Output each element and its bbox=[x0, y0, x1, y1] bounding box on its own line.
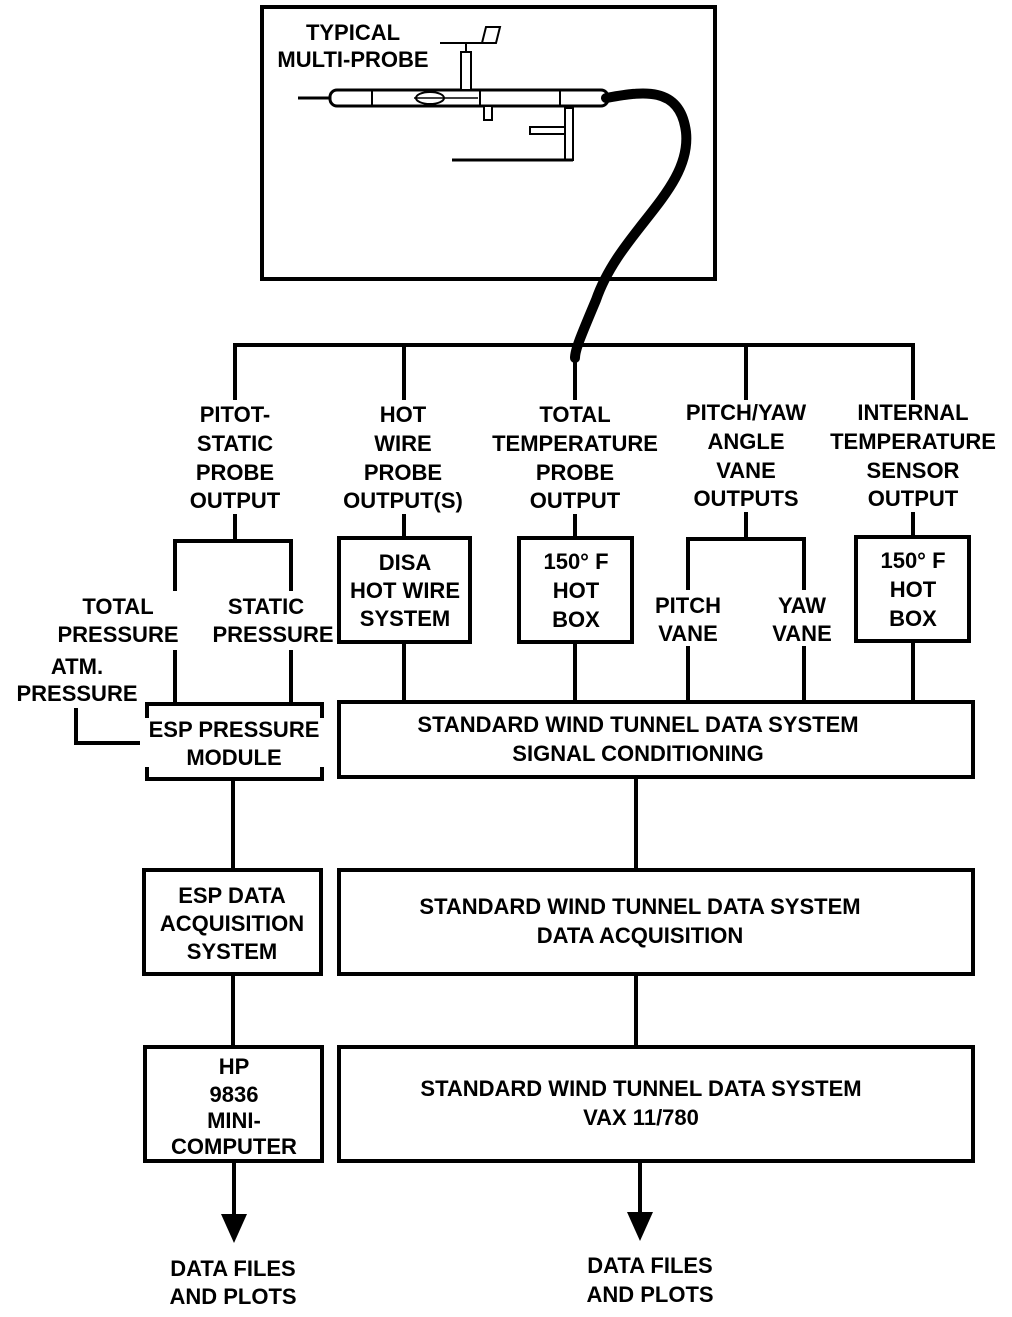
static-pressure-label-line2: PRESSURE bbox=[212, 622, 333, 647]
esp-pressure-module: ESP PRESSURE MODULE bbox=[145, 702, 324, 781]
boxes-hp-1-text: 9836 bbox=[210, 1082, 259, 1107]
vax-box: STANDARD WIND TUNNEL DATA SYSTEM VAX 11/… bbox=[337, 1045, 975, 1163]
output-label-internal-temperature: INTERNAL TEMPERATURE SENSOR OUTPUT bbox=[830, 400, 996, 511]
boxes-disa-1-text: HOT WIRE bbox=[350, 578, 460, 603]
outputs-hotwire-1-text: WIRE bbox=[374, 431, 431, 456]
outputs-pitot-1-text: STATIC bbox=[197, 431, 273, 456]
results-left-0-text: DATA FILES bbox=[170, 1256, 295, 1281]
boxes-data-acquisition-1-text: DATA ACQUISITION bbox=[537, 923, 744, 948]
boxes-hp-3-text: COMPUTER bbox=[171, 1134, 297, 1159]
boxes-esp-daq-1-text: ACQUISITION bbox=[160, 911, 304, 936]
boxes-esp-daq-2-text: SYSTEM bbox=[187, 939, 277, 964]
probe-title-line1: TYPICAL bbox=[306, 20, 400, 45]
yaw-vane-label-line2: VANE bbox=[772, 621, 832, 646]
esp-data-acquisition-box: ESP DATA ACQUISITION SYSTEM bbox=[142, 868, 323, 976]
results-left-1-text: AND PLOTS bbox=[169, 1284, 296, 1309]
output-label-pitch-yaw: PITCH/YAW ANGLE VANE OUTPUTS bbox=[686, 400, 806, 511]
pitot-static-branch: TOTAL PRESSURE STATIC PRESSURE ATM. PRES… bbox=[16, 514, 334, 745]
output-label-pitot-static: PITOT- STATIC PROBE OUTPUT bbox=[190, 402, 281, 513]
output-arrow-right bbox=[627, 1161, 653, 1241]
internal-temperature-branch: 150° F HOT BOX bbox=[854, 512, 971, 702]
boxes-hp-2-text: MINI- bbox=[207, 1108, 261, 1133]
outputs-pitot-0-text: PITOT- bbox=[200, 402, 271, 427]
boxes-hotbox2-2-text: BOX bbox=[889, 606, 937, 631]
output-label-total-temperature: TOTAL TEMPERATURE PROBE OUTPUT bbox=[492, 402, 658, 513]
data-files-and-plots-left: DATA FILES AND PLOTS bbox=[169, 1256, 296, 1309]
boxes-hp-0-text: HP bbox=[219, 1054, 250, 1079]
total-temperature-branch: 150° F HOT BOX bbox=[517, 514, 634, 702]
yaw-vane-label-line1: YAW bbox=[778, 593, 826, 618]
outputs-total-temp-2-text: PROBE bbox=[536, 460, 614, 485]
boxes-hotbox2-0-text: 150° F bbox=[880, 548, 945, 573]
boxes-hotbox1-1-text: HOT bbox=[553, 578, 600, 603]
pitch-yaw-branch: PITCH VANE YAW VANE bbox=[655, 512, 832, 702]
results-right-1-text: AND PLOTS bbox=[586, 1282, 713, 1307]
boxes-hotbox1-0-text: 150° F bbox=[543, 549, 608, 574]
outputs-pitch-yaw-2-text: VANE bbox=[716, 458, 776, 483]
boxes-hotbox2-1-text: HOT bbox=[890, 577, 937, 602]
outputs-internal-temp-1-text: TEMPERATURE bbox=[830, 429, 996, 454]
boxes-esp-daq-0-text: ESP DATA bbox=[178, 883, 286, 908]
distribution-bus bbox=[233, 343, 915, 400]
outputs-total-temp-1-text: TEMPERATURE bbox=[492, 431, 658, 456]
hot-wire-branch: DISA HOT WIRE SYSTEM bbox=[337, 514, 472, 702]
outputs-internal-temp-0-text: INTERNAL bbox=[857, 400, 968, 425]
output-arrow-left bbox=[221, 1161, 247, 1243]
outputs-total-temp-0-text: TOTAL bbox=[539, 402, 610, 427]
outputs-internal-temp-3-text: OUTPUT bbox=[868, 486, 959, 511]
atm-pressure-label-line2: PRESSURE bbox=[16, 681, 137, 706]
boxes-signal-conditioning-1-text: SIGNAL CONDITIONING bbox=[512, 741, 763, 766]
results-right-0-text: DATA FILES bbox=[587, 1253, 712, 1278]
outputs-pitch-yaw-0-text: PITCH/YAW bbox=[686, 400, 806, 425]
atm-pressure-label-line1: ATM. bbox=[51, 654, 103, 679]
outputs-pitot-3-text: OUTPUT bbox=[190, 488, 281, 513]
pitch-vane-label-line1: PITCH bbox=[655, 593, 721, 618]
outputs-internal-temp-2-text: SENSOR bbox=[867, 458, 960, 483]
outputs-pitot-2-text: PROBE bbox=[196, 460, 274, 485]
pitch-vane-label-line2: VANE bbox=[658, 621, 718, 646]
boxes-disa-0-text: DISA bbox=[379, 550, 432, 575]
hot-box-2 bbox=[854, 535, 971, 643]
outputs-pitch-yaw-1-text: ANGLE bbox=[708, 429, 785, 454]
boxes-esp-module-1-text: MODULE bbox=[186, 745, 281, 770]
outputs-hotwire-3-text: OUTPUT(S) bbox=[343, 488, 463, 513]
probe-title-line2: MULTI-PROBE bbox=[277, 47, 428, 72]
boxes-signal-conditioning-0-text: STANDARD WIND TUNNEL DATA SYSTEM bbox=[417, 712, 858, 737]
outputs-total-temp-3-text: OUTPUT bbox=[530, 488, 621, 513]
multi-probe-panel: TYPICAL MULTI-PROBE bbox=[260, 5, 717, 363]
outputs-hotwire-0-text: HOT bbox=[380, 402, 427, 427]
total-pressure-label-line2: PRESSURE bbox=[57, 622, 178, 647]
output-label-hot-wire: HOT WIRE PROBE OUTPUT(S) bbox=[343, 402, 463, 513]
boxes-vax-0-text: STANDARD WIND TUNNEL DATA SYSTEM bbox=[420, 1076, 861, 1101]
boxes-esp-module-0-text: ESP PRESSURE bbox=[149, 717, 320, 742]
total-pressure-label-line1: TOTAL bbox=[82, 594, 153, 619]
boxes-data-acquisition-0-text: STANDARD WIND TUNNEL DATA SYSTEM bbox=[419, 894, 860, 919]
boxes-hotbox1-2-text: BOX bbox=[552, 607, 600, 632]
outputs-hotwire-2-text: PROBE bbox=[364, 460, 442, 485]
data-acquisition-box: STANDARD WIND TUNNEL DATA SYSTEM DATA AC… bbox=[337, 868, 975, 976]
boxes-disa-2-text: SYSTEM bbox=[360, 606, 450, 631]
multi-probe-drawing bbox=[298, 26, 692, 363]
boxes-vax-1-text: VAX 11/780 bbox=[583, 1105, 699, 1130]
signal-conditioning-box: STANDARD WIND TUNNEL DATA SYSTEM SIGNAL … bbox=[337, 700, 975, 779]
static-pressure-label-line1: STATIC bbox=[228, 594, 304, 619]
outputs-pitch-yaw-3-text: OUTPUTS bbox=[693, 486, 798, 511]
data-files-and-plots-right: DATA FILES AND PLOTS bbox=[586, 1253, 713, 1307]
hp-minicomputer-box: HP 9836 MINI- COMPUTER bbox=[143, 1045, 324, 1163]
